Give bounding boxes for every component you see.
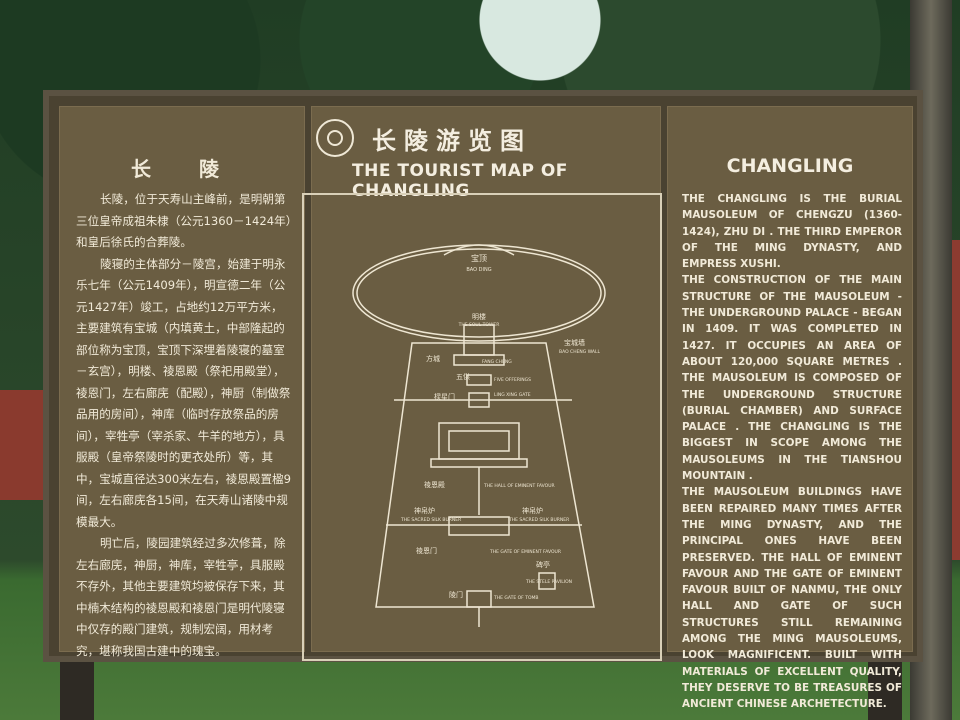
- bao-cheng-inner: [356, 248, 602, 338]
- map-label: THE HALL OF EMINENT FAVOUR: [483, 483, 555, 489]
- five-offerings: [466, 374, 492, 386]
- map-label: BAO DING: [466, 267, 491, 273]
- map-title-english: THE TOURIST MAP OF CHANGLING: [352, 161, 568, 201]
- map-label: 五供: [456, 372, 470, 381]
- fang-cheng: [453, 354, 505, 366]
- tourist-map: 宝顶 BAO DING 明楼 THE SOUL TOWER 宝城墙 BAO CH…: [302, 193, 662, 661]
- stele-pavilion: [538, 572, 556, 590]
- chinese-body: 长陵，位于天寿山主峰前，是明朝第三位皇帝成祖朱棣（公元1360－1424年）和皇…: [76, 189, 292, 662]
- map-label: THE SACRED SILK BURNER: [508, 517, 569, 523]
- map-label: FANG CHENG: [482, 359, 512, 365]
- gate-of-eminent-favour: [448, 516, 510, 536]
- map-label: 宝顶: [471, 253, 487, 263]
- map-label: LING XING GATE: [494, 392, 531, 398]
- english-paragraph: THE MAUSOLEUM BUILDINGS HAVE BEEN REPAIR…: [682, 486, 902, 711]
- chinese-paragraph: 陵寝的主体部分－陵宫，始建于明永乐七年（公元1409年），明宣德二年（公元142…: [76, 256, 292, 529]
- world-heritage-logo: [316, 119, 354, 157]
- compound-wall: [375, 342, 595, 608]
- map-label: 宝城墙: [564, 338, 585, 347]
- map-label: THE GATE OF TOMB: [493, 595, 538, 601]
- english-text-panel: CHANGLING THE CHANGLING IS THE BURIAL MA…: [667, 106, 913, 710]
- sign-board: 长 陵 长陵，位于天寿山主峰前，是明朝第三位皇帝成祖朱棣（公元1360－1424…: [43, 90, 923, 710]
- map-drawing: 宝顶 BAO DING 明楼 THE SOUL TOWER 宝城墙 BAO CH…: [352, 244, 606, 627]
- english-title: CHANGLING: [726, 155, 854, 177]
- chinese-paragraph: 长陵，位于天寿山主峰前，是明朝第三位皇帝成祖朱棣（公元1360－1424年）和皇…: [76, 192, 292, 249]
- chinese-paragraph: 明亡后，陵园建筑经过多次修葺，除左右廊庑，神厨，神库，宰牲亭，具服殿不存外，其他…: [76, 536, 286, 658]
- map-label: 方城: [426, 354, 440, 363]
- hall-terrace: [430, 458, 528, 468]
- map-label: THE GATE OF EMINENT FAVOUR: [489, 549, 561, 555]
- english-paragraph: THE CHANGLING IS THE BURIAL MAUSOLEUM OF…: [682, 193, 902, 271]
- map-label: 陵门: [449, 590, 463, 599]
- tomb-gate: [466, 590, 492, 608]
- chinese-title: 长 陵: [131, 157, 233, 181]
- map-label: THE STELE PAVILION: [525, 579, 572, 585]
- map-label: 碑亭: [536, 560, 550, 569]
- soul-tower: [463, 324, 495, 356]
- hall-of-eminent-favour: [438, 422, 520, 460]
- map-label: 祾恩门: [416, 546, 437, 555]
- map-label: BAO CHENG WALL: [559, 349, 601, 355]
- map-label: 明楼: [472, 312, 486, 321]
- map-label: FIVE OFFERINGS: [494, 377, 531, 383]
- map-label: 棂星门: [434, 392, 455, 401]
- map-label: 祾恩殿: [424, 480, 445, 489]
- english-body: THE CHANGLING IS THE BURIAL MAUSOLEUM OF…: [682, 191, 902, 713]
- map-label: 神帛炉: [522, 506, 543, 515]
- map-label: THE SACRED SILK BURNER: [400, 517, 461, 523]
- map-panel: 长陵游览图 THE TOURIST MAP OF CHANGLING: [302, 106, 662, 661]
- english-paragraph: THE CONSTRUCTION OF THE MAIN STRUCTURE O…: [682, 274, 902, 483]
- map-label: 神帛炉: [414, 506, 435, 515]
- hall-roof: [448, 430, 510, 452]
- chinese-text-panel: 长 陵 长陵，位于天寿山主峰前，是明朝第三位皇帝成祖朱棣（公元1360－1424…: [59, 106, 305, 658]
- ling-xing-gate: [468, 392, 490, 408]
- bao-ding-outline: [443, 244, 515, 256]
- map-label: THE SOUL TOWER: [458, 322, 500, 328]
- map-title-chinese: 长陵游览图: [372, 127, 532, 155]
